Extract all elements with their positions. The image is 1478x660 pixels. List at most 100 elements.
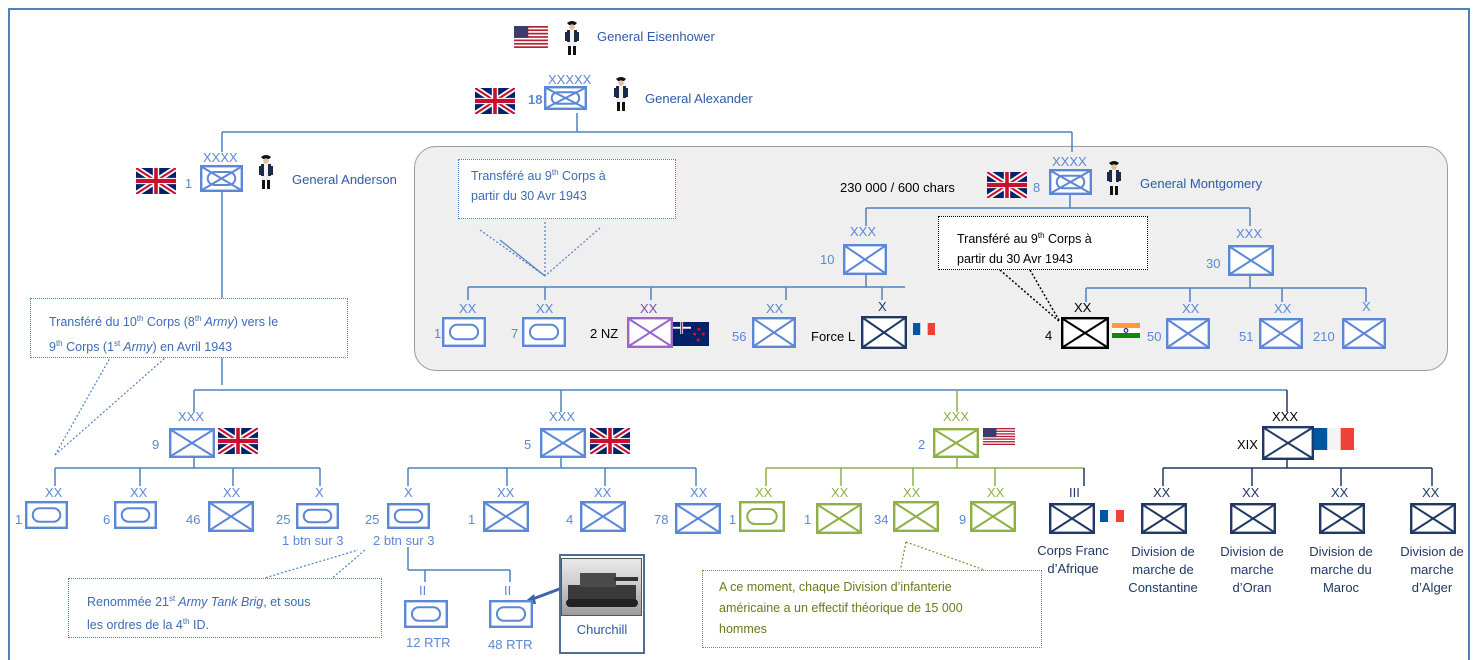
corps-30-number: 30 [1206,256,1221,271]
brig-210-symbol [1342,318,1386,349]
connector-line [899,541,907,573]
div_alger-label: marche [1410,562,1454,577]
echelon-c9-div6: XX [130,485,148,500]
echelon-div_maroc: XX [1331,485,1349,500]
c9-div6-symbol [114,501,157,529]
div-1-number: 1 [434,326,442,341]
corps-9-number: 9 [152,437,160,452]
france-flag-icon [1100,509,1124,527]
div-2nz-symbol [627,317,673,348]
us-flag-icon [983,428,1015,450]
div_alger-label: Division de [1400,544,1464,559]
montgomery-label: General Montgomery [1140,176,1263,191]
echelon-corps-10: XXX [850,224,877,239]
top-strip [0,0,1478,7]
div-56-number: 56 [732,329,747,344]
c5-div78-symbol [675,503,721,534]
c2-div34-number: 34 [874,512,889,527]
bn-12-label: 12 RTR [406,635,451,650]
echelon-c2-div34: XX [903,485,921,500]
echelon-div-50: XX [1182,301,1200,316]
echelon-army-1: XXXX [203,150,238,165]
div_maroc-symbol [1319,503,1365,534]
echelon-div-4: XX [1074,300,1092,315]
new-zealand-flag-icon [673,322,709,351]
uk-flag-icon [134,165,178,199]
c9-div46-symbol [208,501,254,532]
corps-xix-symbol [1262,426,1314,460]
c5-div1-number: 1 [468,512,476,527]
echelon-c2-div1b: XX [831,485,849,500]
note-us-division-strength: A ce moment, chaque Division d’infanteri… [702,570,1042,648]
div_oran-label: marche [1230,562,1274,577]
echelon-div-1: XX [459,301,477,316]
echelon-div-56: XX [766,301,784,316]
c5-div78-number: 78 [654,512,669,527]
div_constantine-label: Constantine [1128,580,1198,595]
c2-div34-symbol [893,501,939,532]
connector-line [479,229,546,277]
div_alger-label: d’Alger [1411,580,1453,595]
c5-brig25-note: 2 btn sur 3 [373,533,435,548]
div-4-number: 4 [1045,328,1053,343]
connector-line [329,549,366,581]
corps-2-number: 2 [918,437,926,452]
connector-line [1029,269,1061,323]
div_oran-label: d’Oran [1232,580,1272,595]
div_maroc-label: marche du [1310,562,1372,577]
churchill-label: Churchill [576,622,628,637]
c9-div1-symbol [25,501,68,529]
c9-div6-number: 6 [103,512,111,527]
div_constantine-label: marche de [1132,562,1194,577]
div-7-armour-symbol [522,317,566,347]
echelon-div_constantine: XX [1153,485,1171,500]
france-flag-icon [1314,428,1354,455]
echelon-force-l: X [878,299,887,314]
bn-48-symbol [489,600,533,628]
div_maroc-label: Division de [1309,544,1373,559]
note-transfer-9th-corps: Transféré au 9th Corps à partir du 30 Av… [458,159,676,219]
c2-div9-number: 9 [959,512,967,527]
group-18-number: 18 [528,92,543,107]
group-18-symbol [544,86,587,110]
echelon-brig-210: X [1362,299,1371,314]
bn-12-symbol [404,600,448,628]
c2-div1-symbol [739,501,785,532]
echelon-c9-div1: XX [45,485,63,500]
c2-div9-symbol [970,501,1016,532]
note-transfer-10th-to-9th: Transféré du 10th Corps (8th Army) vers … [30,298,348,358]
force-l-label: Force L [811,329,856,344]
div_constantine-label: Division de [1131,544,1195,559]
corps-30-symbol [1228,245,1274,276]
div_maroc-label: Maroc [1322,580,1360,595]
army-8-symbol [1049,169,1092,195]
corps-franc-label-2: d’Afrique [1047,561,1099,576]
div_constantine-symbol [1141,503,1187,534]
echelon-div-51: XX [1274,301,1292,316]
uk-flag-icon [588,425,632,459]
corps-xix-number: XIX [1237,437,1258,452]
churchill-tank-photo [561,558,642,616]
echelon-corps-5: XXX [549,409,576,424]
c9-brig25-note: 1 btn sur 3 [282,533,344,548]
brig-210-number: 210 [1313,329,1335,344]
div-4-symbol [1061,317,1109,349]
echelon-div-7: XX [536,301,554,316]
div-56-symbol [752,317,796,348]
corps-franc-symbol [1049,503,1095,534]
eisenhower-label: General Eisenhower [597,29,715,44]
general-figure-icon [564,20,580,61]
connector-line [54,357,111,456]
force-l-symbol [861,316,907,349]
connector-line [499,239,546,277]
corps-5-symbol [540,428,586,458]
c9-div46-number: 46 [186,512,201,527]
army-8-strength: 230 000 / 600 chars [840,180,955,195]
c5-div4-symbol [580,501,626,532]
echelon-corps-xix: XXX [1272,409,1299,424]
connector-line [257,549,359,581]
echelon-army-group: XXXXX [548,72,592,87]
echelon-bn-48: II [504,583,512,598]
